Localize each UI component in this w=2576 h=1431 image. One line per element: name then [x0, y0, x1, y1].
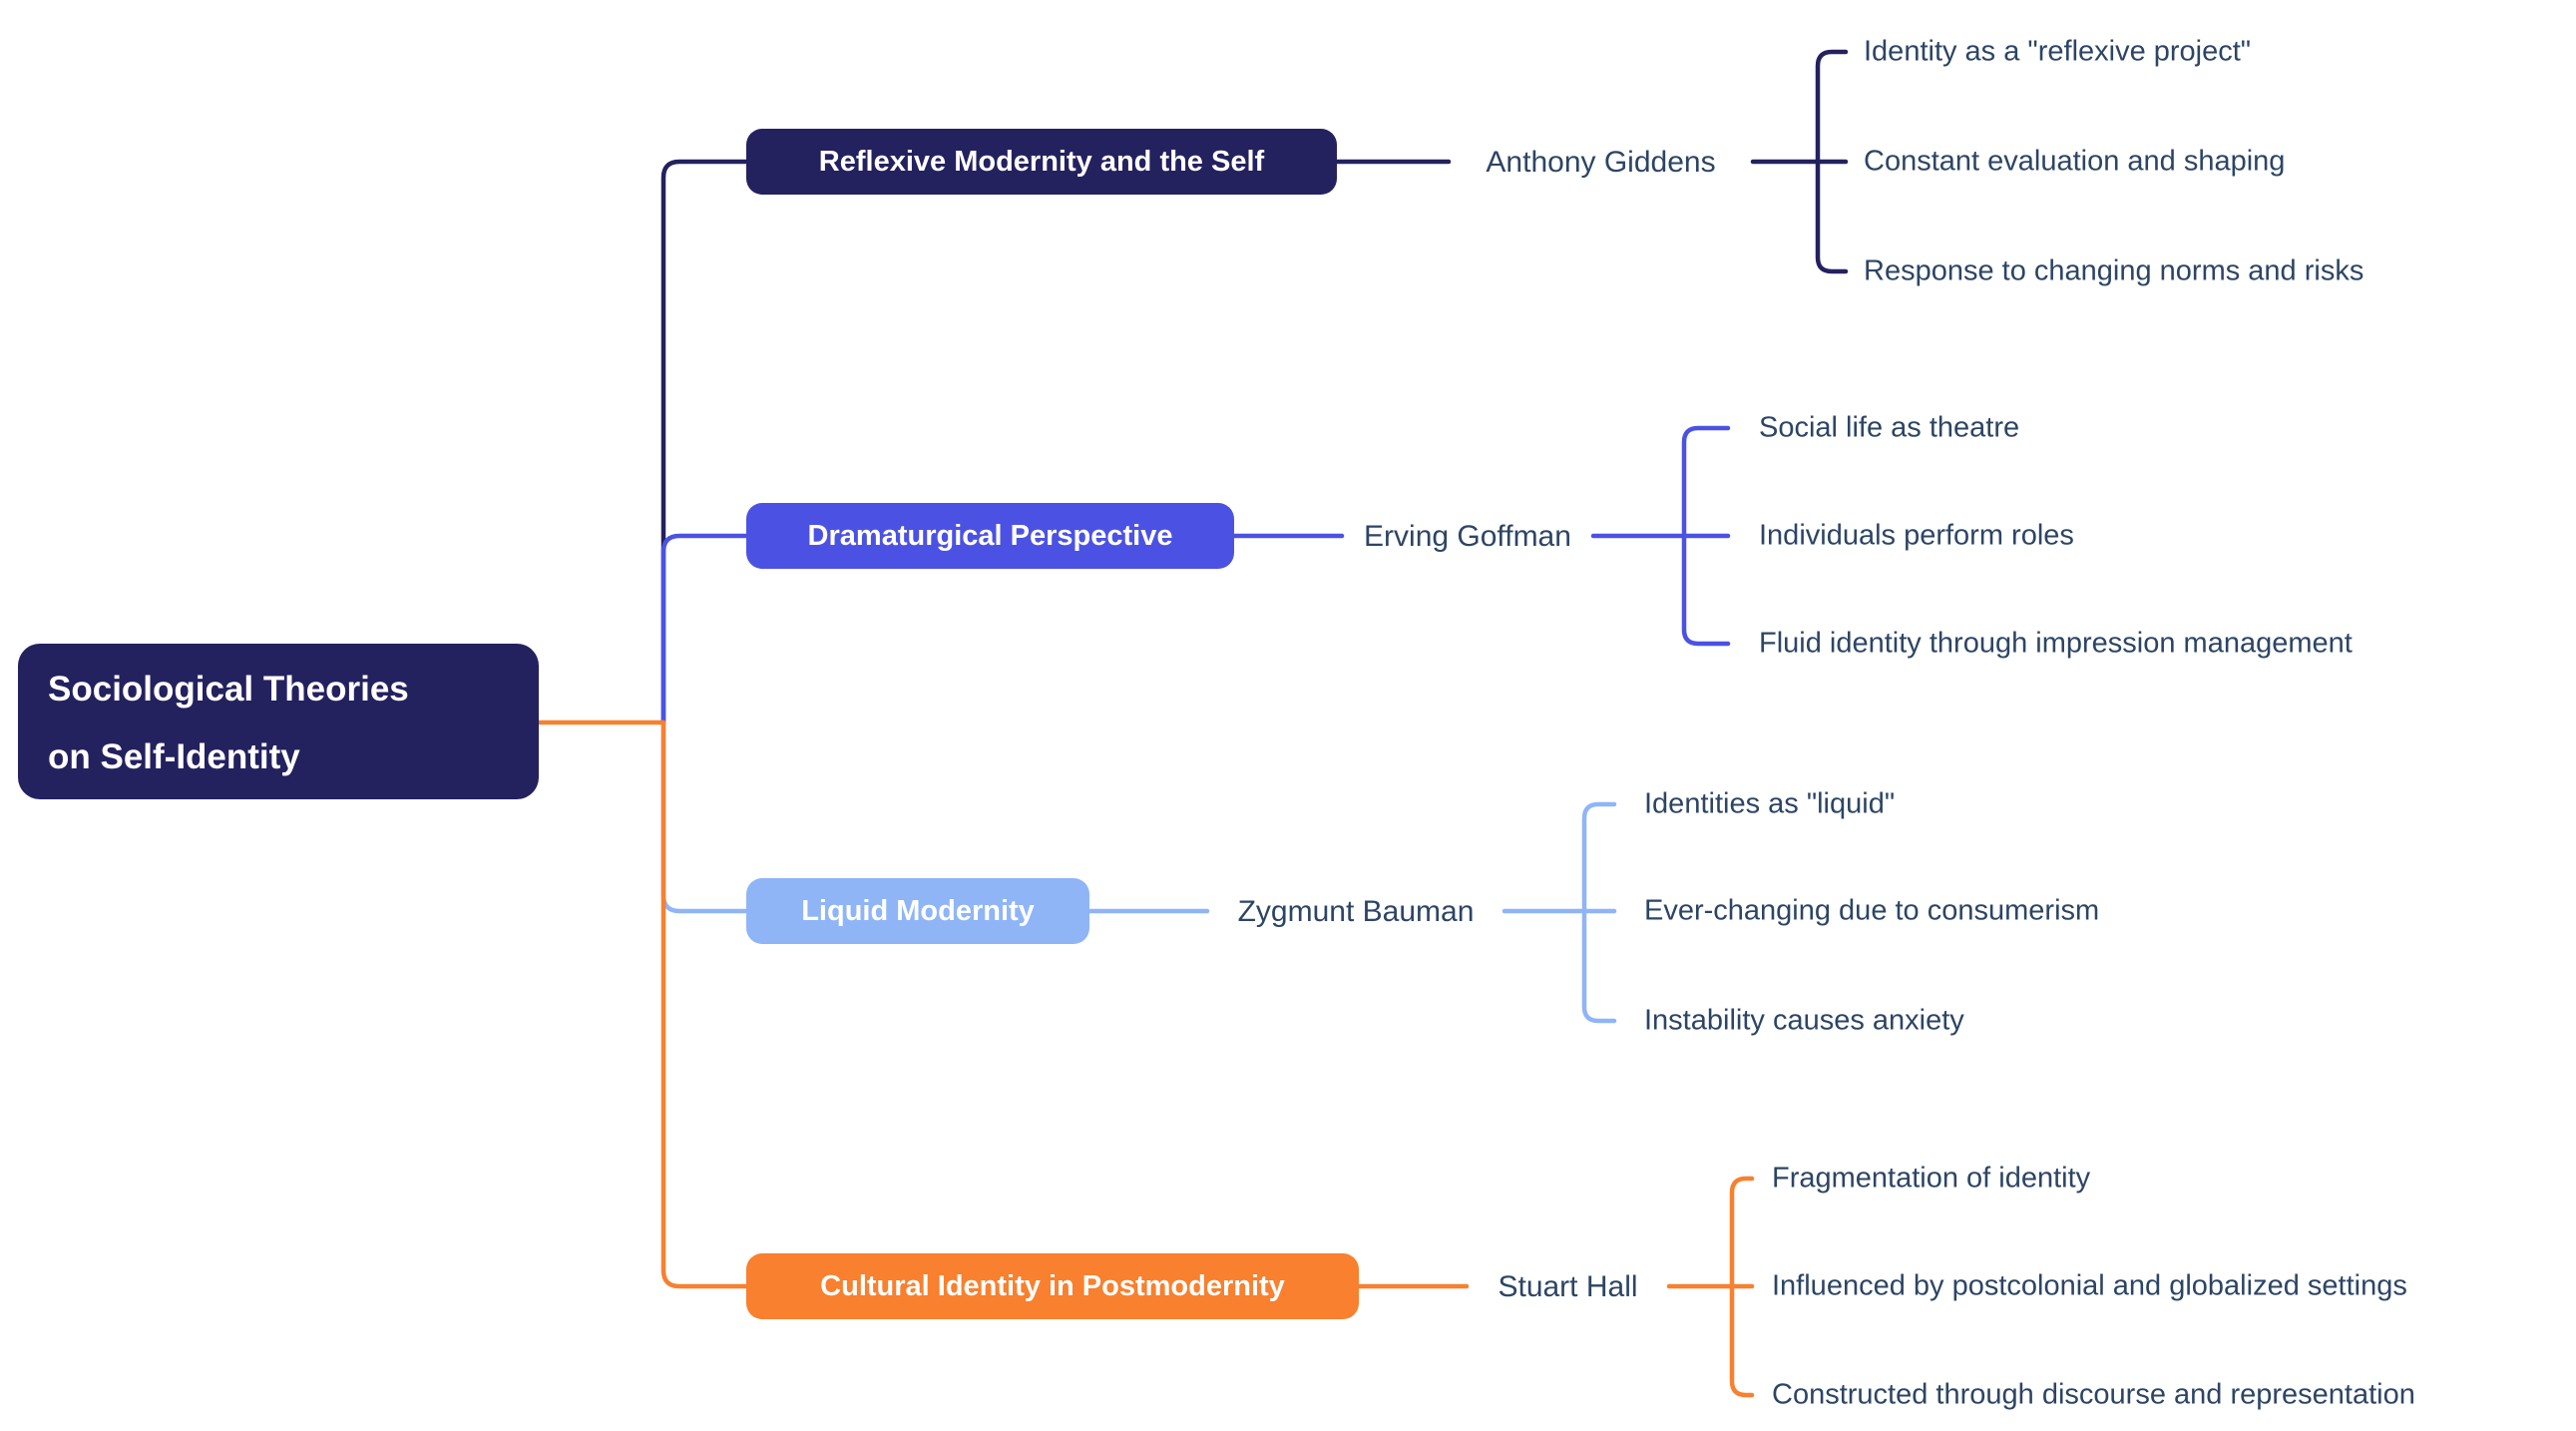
- branch-3-node[interactable]: Liquid Modernity: [746, 878, 1089, 944]
- root-title-line-2: on Self-Identity: [48, 737, 300, 776]
- branch-2-leaf-1[interactable]: Social life as theatre: [1759, 411, 2020, 444]
- branch-1-node[interactable]: Reflexive Modernity and the Self: [746, 129, 1337, 195]
- root-node[interactable]: Sociological Theories on Self-Identity: [18, 644, 539, 799]
- trunk-connector-branch-3: [660, 719, 749, 914]
- branch-4-leaf-bracket: [1729, 1176, 1755, 1398]
- branch-4-leaf-3[interactable]: Constructed through discourse and repres…: [1772, 1378, 2415, 1411]
- branch-3-leaf-1[interactable]: Identities as "liquid": [1644, 787, 1896, 820]
- branch-2-author-node[interactable]: Erving Goffman: [1364, 520, 1571, 553]
- branch-1-author-node[interactable]: Anthony Giddens: [1486, 146, 1716, 179]
- trunk-connector-branch-4: [660, 719, 749, 1289]
- branch-1-leaf-bracket: [1815, 49, 1849, 274]
- branch-1-leaf-2[interactable]: Constant evaluation and shaping: [1864, 145, 2286, 178]
- branch-4-author-node[interactable]: Stuart Hall: [1498, 1270, 1638, 1303]
- branch-2-leaf-2[interactable]: Individuals perform roles: [1759, 519, 2074, 552]
- branch-4-leaf-1[interactable]: Fragmentation of identity: [1772, 1162, 2091, 1194]
- branch-1-label: Reflexive Modernity and the Self: [818, 145, 1265, 178]
- branch-3-author-node[interactable]: Zygmunt Bauman: [1237, 895, 1475, 928]
- branch-1-leaf-1[interactable]: Identity as a "reflexive project": [1864, 35, 2252, 68]
- branch-4-node[interactable]: Cultural Identity in Postmodernity: [746, 1253, 1359, 1319]
- branch-2-node[interactable]: Dramaturgical Perspective: [746, 503, 1234, 569]
- branch-2-label: Dramaturgical Perspective: [807, 519, 1173, 552]
- branch-3-leaf-3[interactable]: Instability causes anxiety: [1644, 1004, 1964, 1037]
- branch-2-leaf-bracket: [1681, 425, 1731, 647]
- branch-4-label: Cultural Identity in Postmodernity: [820, 1269, 1285, 1302]
- branch-3-label: Liquid Modernity: [801, 894, 1035, 927]
- trunk-connector-branch-2: [660, 533, 749, 725]
- trunk-connector-branch-1: [660, 159, 749, 725]
- branch-3-leaf-bracket: [1581, 801, 1617, 1024]
- branch-3-leaf-2[interactable]: Ever-changing due to consumerism: [1644, 894, 2100, 927]
- branch-4-leaf-2[interactable]: Influenced by postcolonial and globalize…: [1772, 1269, 2407, 1302]
- branch-1-leaf-3[interactable]: Response to changing norms and risks: [1864, 254, 2364, 287]
- branch-2-leaf-3[interactable]: Fluid identity through impression manage…: [1759, 627, 2353, 660]
- root-title-line-1: Sociological Theories: [48, 670, 409, 709]
